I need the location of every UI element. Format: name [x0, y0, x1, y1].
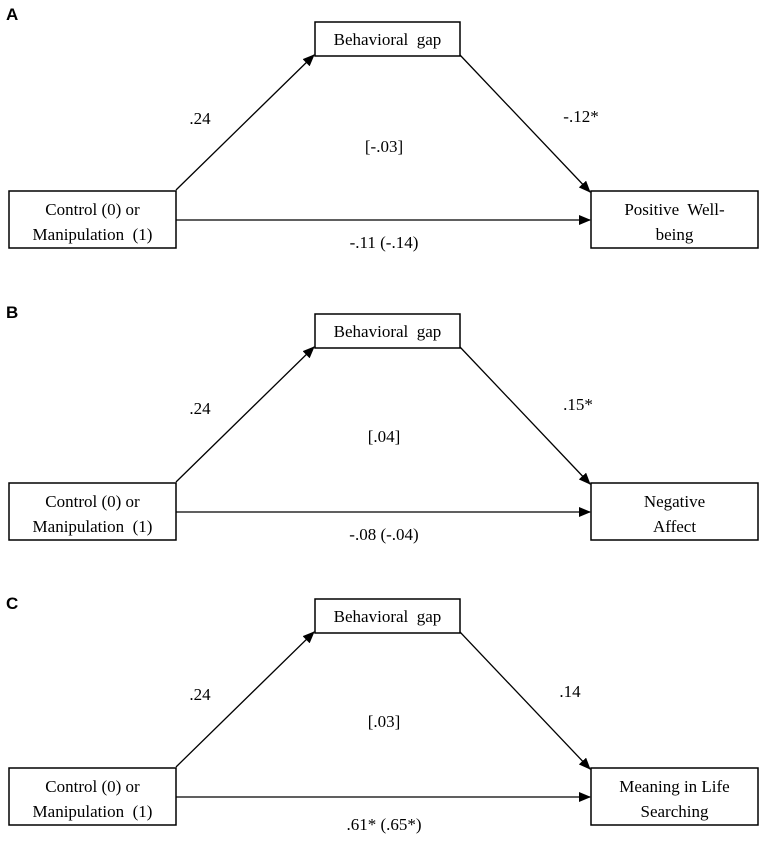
indirect-effect: [-.03]	[365, 137, 403, 156]
panel-letter: C	[6, 594, 18, 613]
path-a-coefficient: .24	[189, 399, 211, 418]
outcome-label-line1: Meaning in Life	[619, 777, 729, 796]
predictor-label-line2: Manipulation (1)	[33, 802, 153, 821]
path-a-arrow	[175, 631, 315, 768]
path-a-coefficient: .24	[189, 685, 211, 704]
panel-letter: A	[6, 5, 18, 24]
panel-letter: B	[6, 303, 18, 322]
predictor-label-line1: Control (0) or	[45, 777, 140, 796]
path-a-arrow	[175, 346, 315, 483]
mediator-label: Behavioral gap	[334, 607, 442, 626]
path-b-coefficient: .14	[559, 682, 581, 701]
predictor-label-line1: Control (0) or	[45, 492, 140, 511]
direct-effect: -.08 (-.04)	[349, 525, 418, 544]
mediator-label: Behavioral gap	[334, 30, 442, 49]
outcome-label-line2: being	[656, 225, 694, 244]
outcome-box	[590, 767, 759, 826]
path-b-arrow	[459, 631, 591, 770]
predictor-box	[8, 190, 177, 249]
path-a-arrow	[175, 54, 315, 191]
direct-effect: -.11 (-.14)	[350, 233, 419, 252]
mediator-box	[314, 313, 461, 349]
mediator-label: Behavioral gap	[334, 322, 442, 341]
outcome-label-line1: Negative	[644, 492, 705, 511]
outcome-label-line1: Positive Well-	[624, 200, 725, 219]
predictor-label-line2: Manipulation (1)	[33, 517, 153, 536]
indirect-effect: [.03]	[368, 712, 401, 731]
outcome-box	[590, 190, 759, 249]
outcome-label-line2: Affect	[653, 517, 696, 536]
outcome-label-line2: Searching	[641, 802, 709, 821]
path-b-arrow	[459, 346, 591, 485]
direct-effect: .61* (.65*)	[346, 815, 421, 834]
predictor-box	[8, 767, 177, 826]
predictor-label-line2: Manipulation (1)	[33, 225, 153, 244]
mediator-box	[314, 21, 461, 57]
mediator-box	[314, 598, 461, 634]
panel-b: B Behavioral gap Control (0) or Manipula…	[6, 303, 759, 544]
outcome-box	[590, 482, 759, 541]
predictor-label-line1: Control (0) or	[45, 200, 140, 219]
panel-a: A Behavioral gap Control (0) or Manipula…	[6, 5, 759, 252]
path-b-coefficient: .15*	[563, 395, 593, 414]
path-b-arrow	[459, 54, 591, 193]
panel-c: C Behavioral gap Control (0) or Manipula…	[6, 594, 759, 834]
indirect-effect: [.04]	[368, 427, 401, 446]
predictor-box	[8, 482, 177, 541]
path-a-coefficient: .24	[189, 109, 211, 128]
path-b-coefficient: -.12*	[563, 107, 598, 126]
